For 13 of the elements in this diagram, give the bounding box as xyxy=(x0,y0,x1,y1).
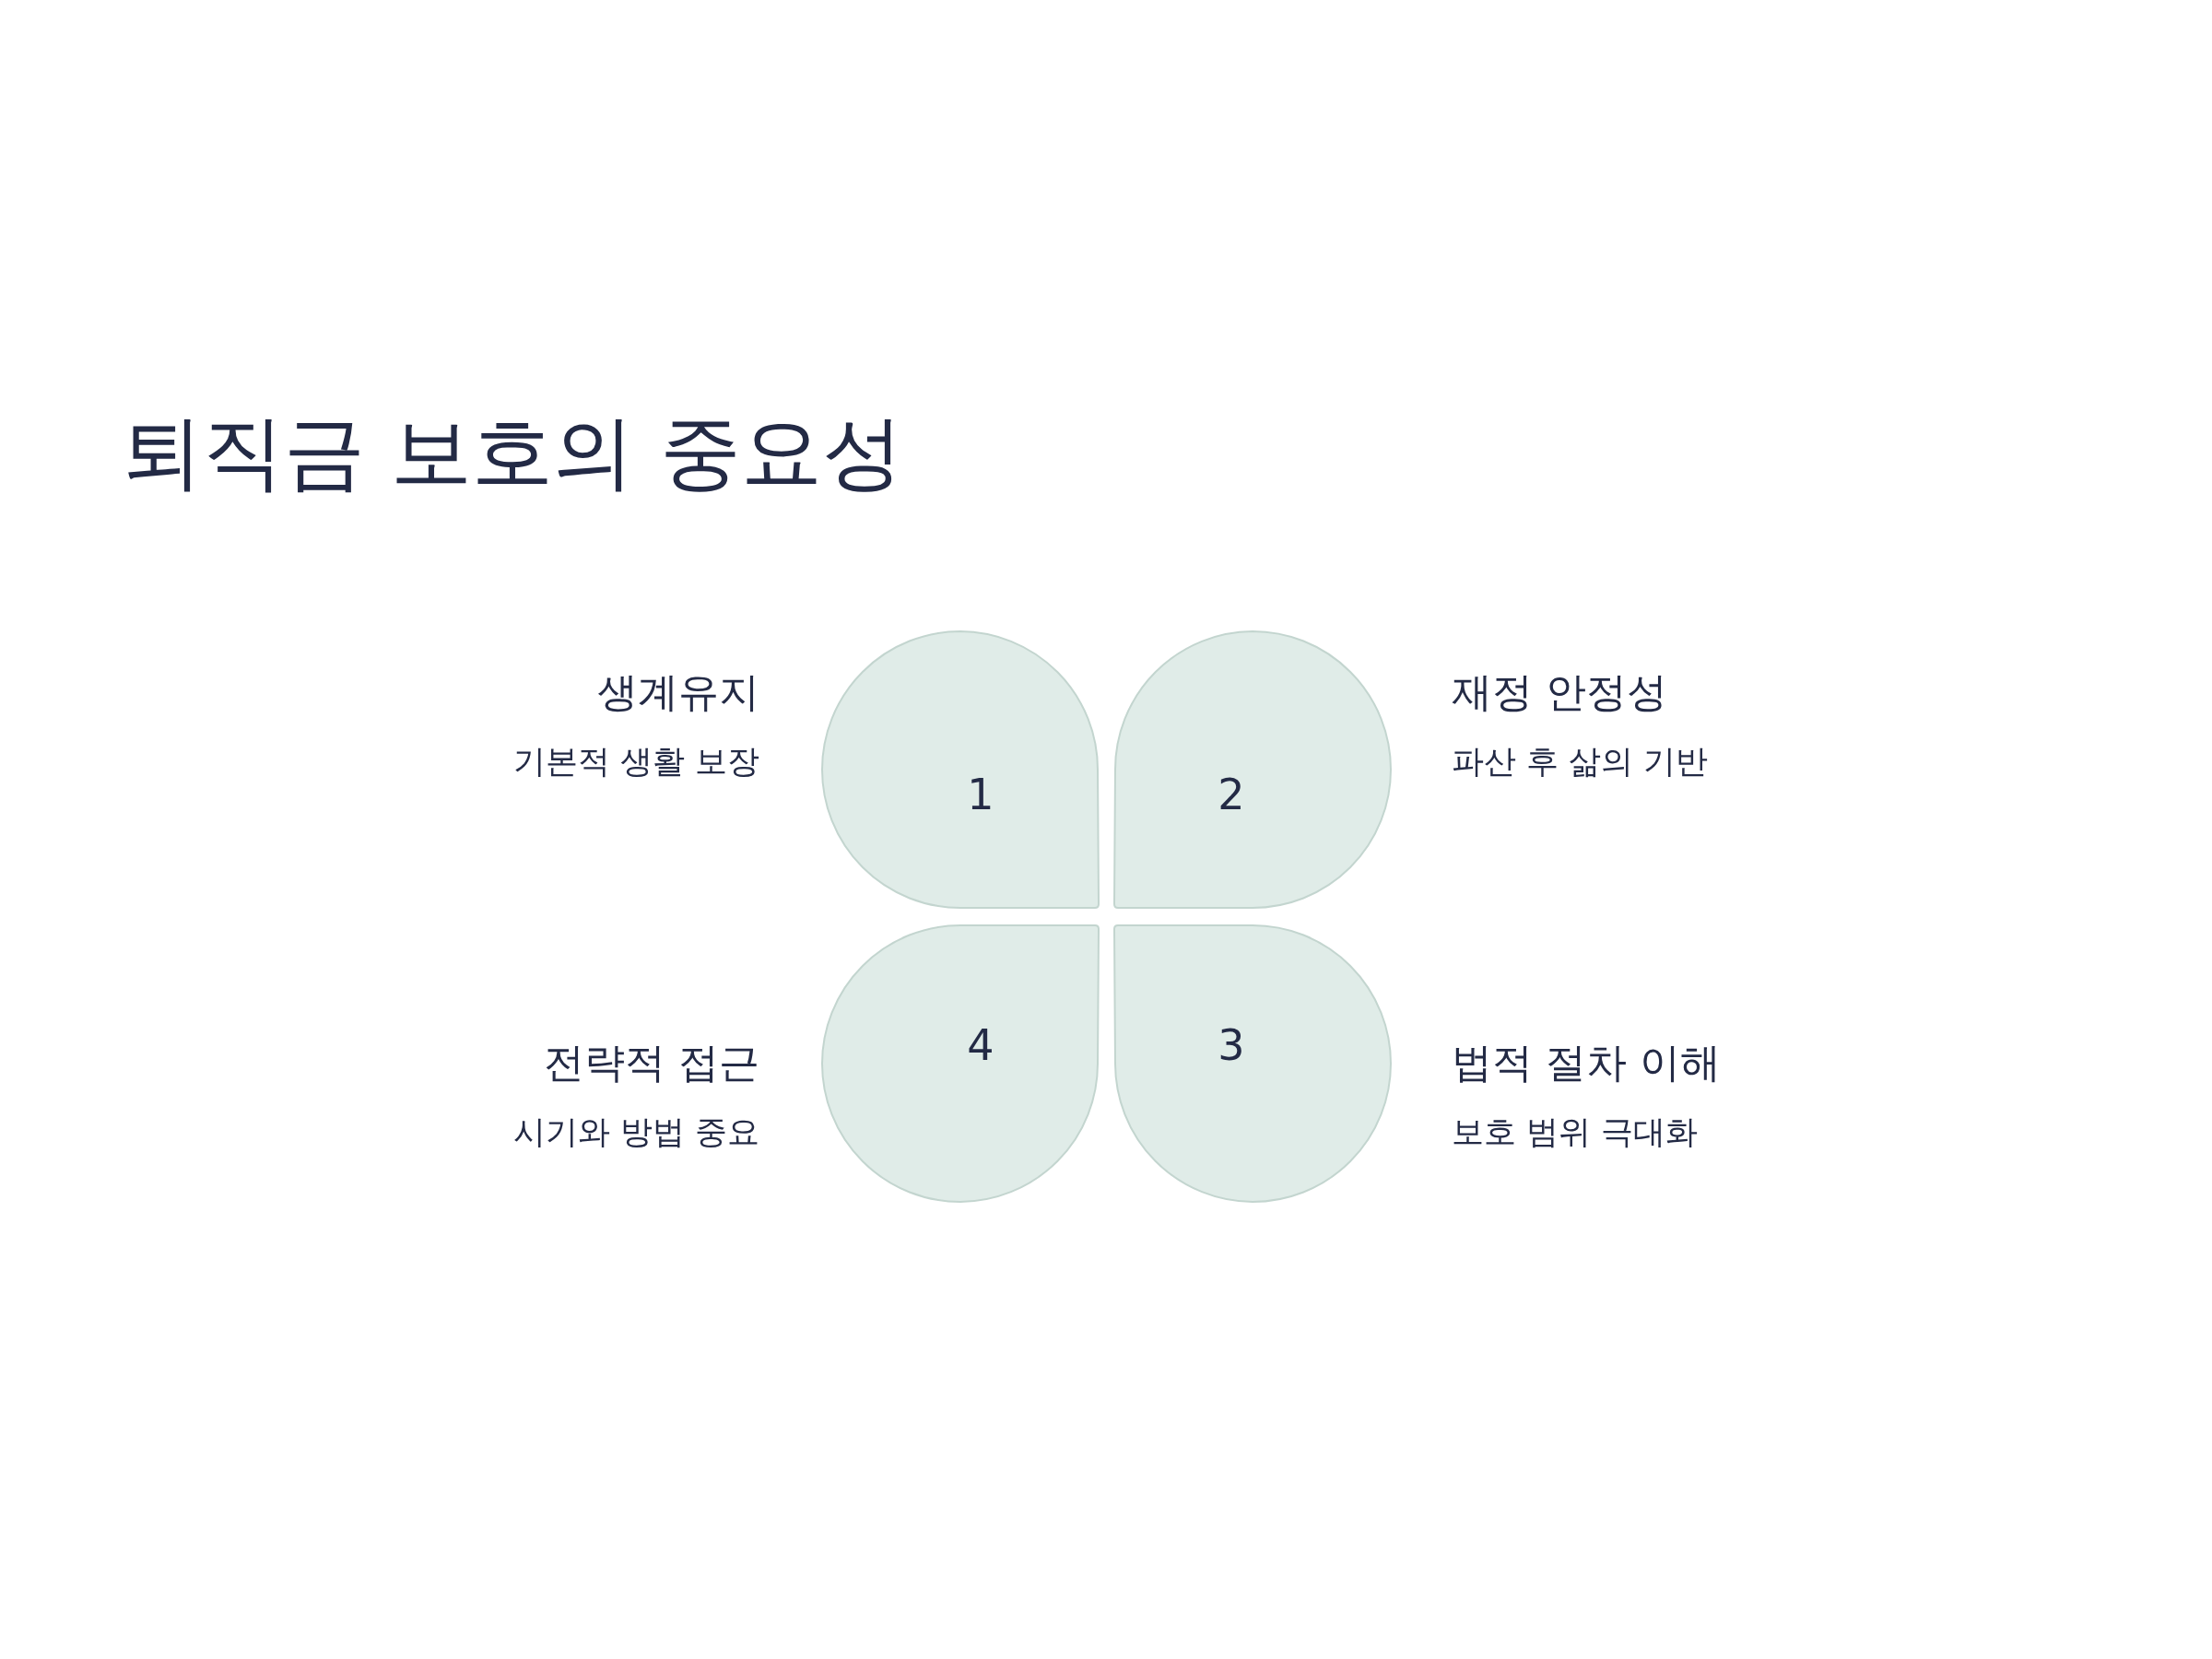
petal-number: 3 xyxy=(1218,1020,1245,1070)
item-heading: 생계유지 xyxy=(597,667,759,717)
item-description: 파산 후 삶의 기반 xyxy=(1452,742,1709,782)
petal-number: 2 xyxy=(1218,770,1245,819)
petal-number: 4 xyxy=(967,1020,994,1070)
title: 퇴직금 보호의 중요성 xyxy=(122,404,903,501)
petal-number: 1 xyxy=(967,770,994,819)
item-heading: 전략적 접근 xyxy=(544,1038,759,1088)
item-description: 시기와 방법 중요 xyxy=(512,1112,759,1152)
item-description: 기본적 생활 보장 xyxy=(512,742,759,782)
item-heading: 재정 안정성 xyxy=(1452,667,1667,717)
item-description: 보호 범위 극대화 xyxy=(1452,1112,1699,1152)
item-heading: 법적 절차 이해 xyxy=(1452,1038,1721,1088)
